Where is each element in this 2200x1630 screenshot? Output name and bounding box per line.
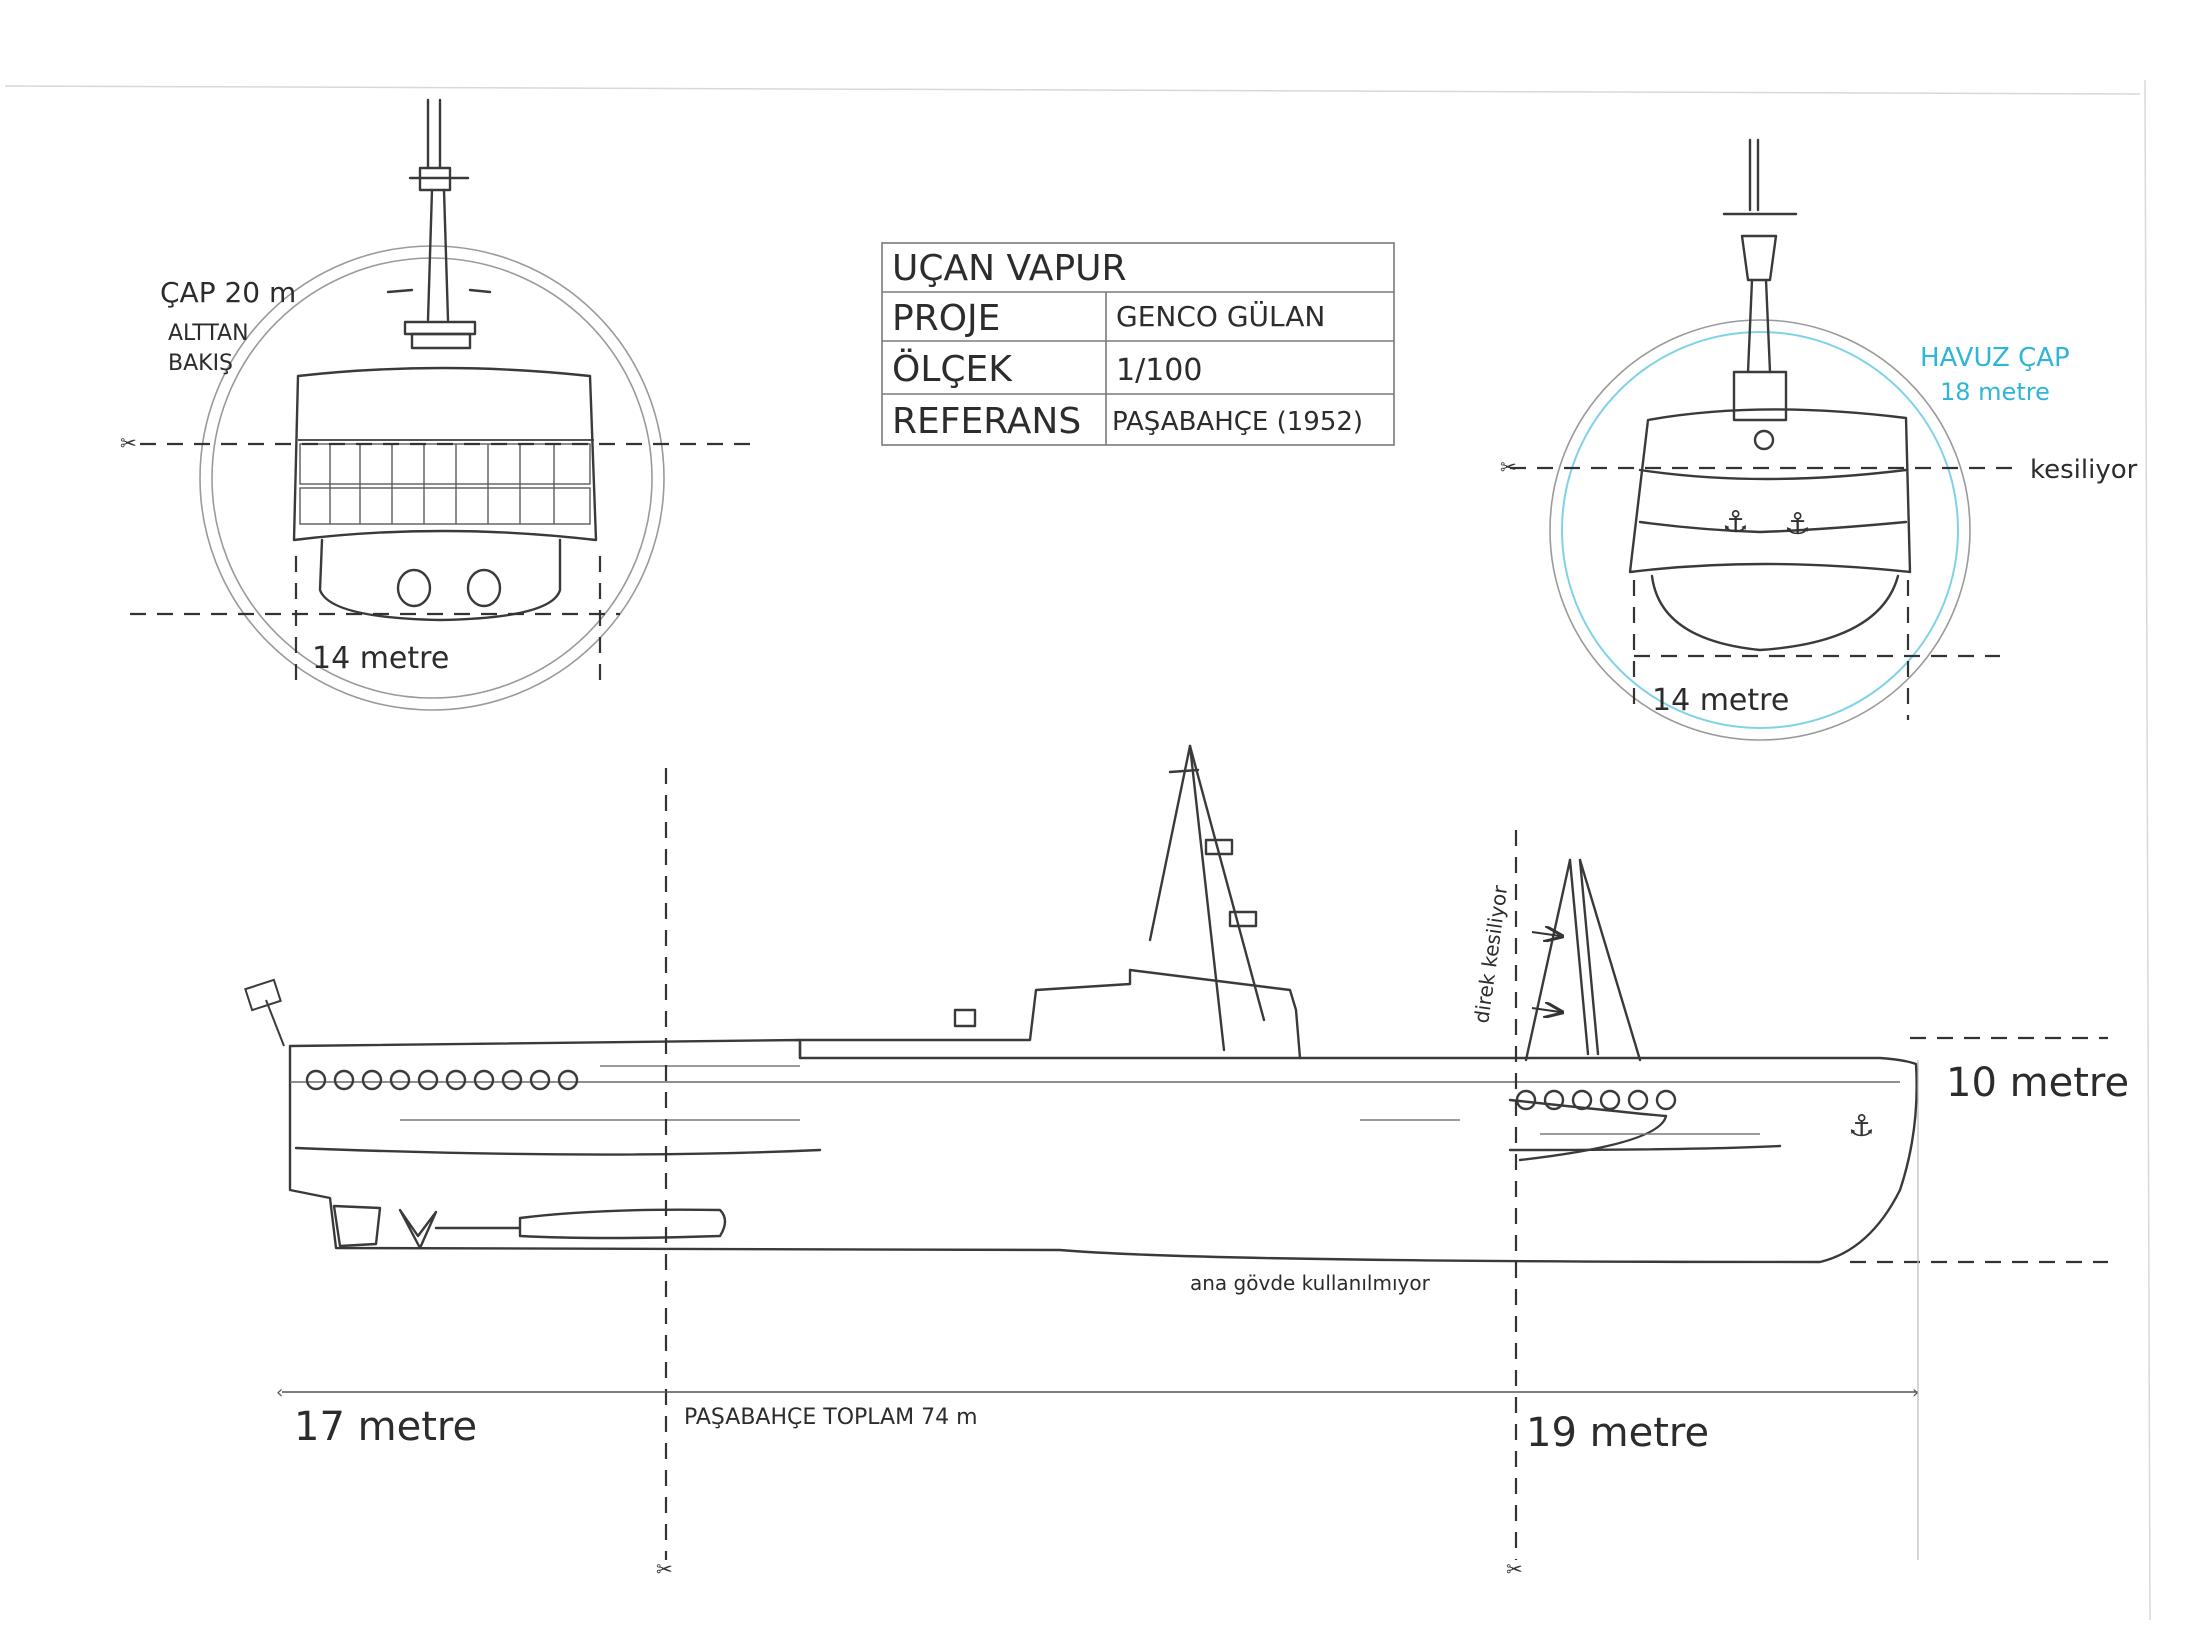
title-block-label-olcek: ÖLÇEK (892, 348, 1013, 390)
deck-line (294, 1146, 822, 1156)
title-block-value-proje: GENCO GÜLAN (1116, 299, 1325, 333)
total-length-label: PAŞABAHÇE TOPLAM 74 m (684, 1405, 978, 1430)
left-length-label: 17 metre (294, 1404, 477, 1450)
deck-curve (1638, 468, 1908, 481)
lifebuoy-icon (473, 1069, 495, 1091)
porthole-icon (396, 568, 432, 608)
view-label-1: ALTTAN (168, 321, 249, 346)
arrow-icon (1531, 1008, 1560, 1012)
frame-top-line (4, 85, 2141, 95)
porthole-icon (466, 568, 502, 608)
title-block-value-olcek: 1/100 (1116, 353, 1202, 388)
window-row (400, 1065, 1760, 1135)
lifebuoy-icon (1599, 1089, 1621, 1111)
hull-outline (288, 1038, 1918, 1264)
hull-front (1650, 574, 1900, 652)
arrow-left-icon: ‹ (276, 1382, 283, 1403)
view-label-2: BAKIŞ (168, 351, 233, 376)
hull-front (318, 538, 562, 622)
lifebuoy-icon (1571, 1089, 1593, 1111)
scissors-icon: ✂ (1506, 1557, 1523, 1581)
cut-label: kesiliyor (2030, 455, 2138, 485)
scissors-icon: ✂ (1500, 455, 1517, 479)
flag-pole (265, 999, 285, 1047)
diameter-label: ÇAP 20 m (160, 276, 296, 309)
width-label-left: 14 metre (312, 641, 449, 676)
lifebuoy-icon (305, 1069, 327, 1091)
lifebuoy-row (305, 1069, 579, 1091)
title-block-title: UÇAN VAPUR (892, 248, 1127, 289)
lifebuoy-icon (1627, 1089, 1649, 1111)
lifebuoy-icon (361, 1069, 383, 1091)
frame-right-line (2144, 79, 2151, 1621)
mast-front-icon (386, 98, 492, 350)
superstructure-front (1628, 408, 1912, 574)
lifebuoy-row (1515, 1089, 1677, 1111)
scissors-icon: ✂ (120, 431, 137, 455)
lifebuoy-icon (1543, 1089, 1565, 1111)
lifebuoy-icon (445, 1069, 467, 1091)
superstructure-front (292, 366, 598, 542)
arrow-right-icon: › (1912, 1382, 1919, 1403)
diameter-circle (1549, 319, 1971, 741)
top-right-view: ⚓ ⚓ ✂ HAVUZ ÇAP 18 metre kesiliyor 14 me… (1500, 138, 2138, 741)
pool-label-2: 18 metre (1940, 378, 2050, 406)
deck-curve (1638, 520, 1908, 534)
sponson (1508, 1098, 1668, 1162)
diameter-circle-inner (211, 257, 653, 699)
fore-mast-icon (1524, 858, 1642, 1062)
title-block: UÇAN VAPUR PROJE GENCO GÜLAN ÖLÇEK 1/100… (881, 242, 1395, 446)
porthole-icon (1753, 429, 1775, 451)
deck-line (1508, 1144, 1782, 1152)
mast-note: direk kesiliyor (1469, 883, 1512, 1025)
width-label-right: 14 metre (1652, 683, 1789, 718)
scissors-icon: ✂ (656, 1557, 673, 1581)
title-block-label-proje: PROJE (892, 298, 1000, 339)
main-mast-icon (1148, 744, 1266, 1052)
diameter-circle-outer (199, 245, 665, 711)
flag-icon (244, 978, 282, 1012)
lifebuoy-icon (501, 1069, 523, 1091)
pool-label-1: HAVUZ ÇAP (1920, 343, 2070, 373)
right-length-label: 19 metre (1526, 1410, 1709, 1456)
anchor-icon: ⚓ (1722, 505, 1749, 540)
lifebuoy-icon (333, 1069, 355, 1091)
height-label: 10 metre (1946, 1060, 2129, 1106)
hull-note: ana gövde kullanılmıyor (1190, 1271, 1431, 1295)
title-block-label-referans: REFERANS (892, 401, 1081, 442)
lifebuoy-icon (417, 1069, 439, 1091)
ventilator-icon (953, 1008, 977, 1028)
lifebuoy-icon (529, 1069, 551, 1091)
mast-front-icon (1722, 138, 1798, 422)
lifebuoy-icon (389, 1069, 411, 1091)
wheelhouse (798, 968, 1302, 1060)
propeller-icon (332, 1204, 522, 1250)
title-block-value-referans: PAŞABAHÇE (1952) (1112, 407, 1363, 437)
window-row (299, 443, 591, 525)
anchor-icon: ⚓ (1784, 507, 1811, 542)
keel-fin (518, 1208, 727, 1240)
arrow-icon (1531, 932, 1560, 936)
lifebuoy-icon (557, 1069, 579, 1091)
top-left-view: ✂ ÇAP 20 m ALTTAN BAKIŞ 14 metre (120, 98, 760, 711)
side-view: ⚓ ✂ ✂ ‹ › 10 metre direk kesiliyor ana g… (244, 744, 2129, 1581)
pool-circle-icon (1561, 331, 1959, 729)
anchor-icon: ⚓ (1848, 1109, 1875, 1144)
lifebuoy-icon (1655, 1089, 1677, 1111)
